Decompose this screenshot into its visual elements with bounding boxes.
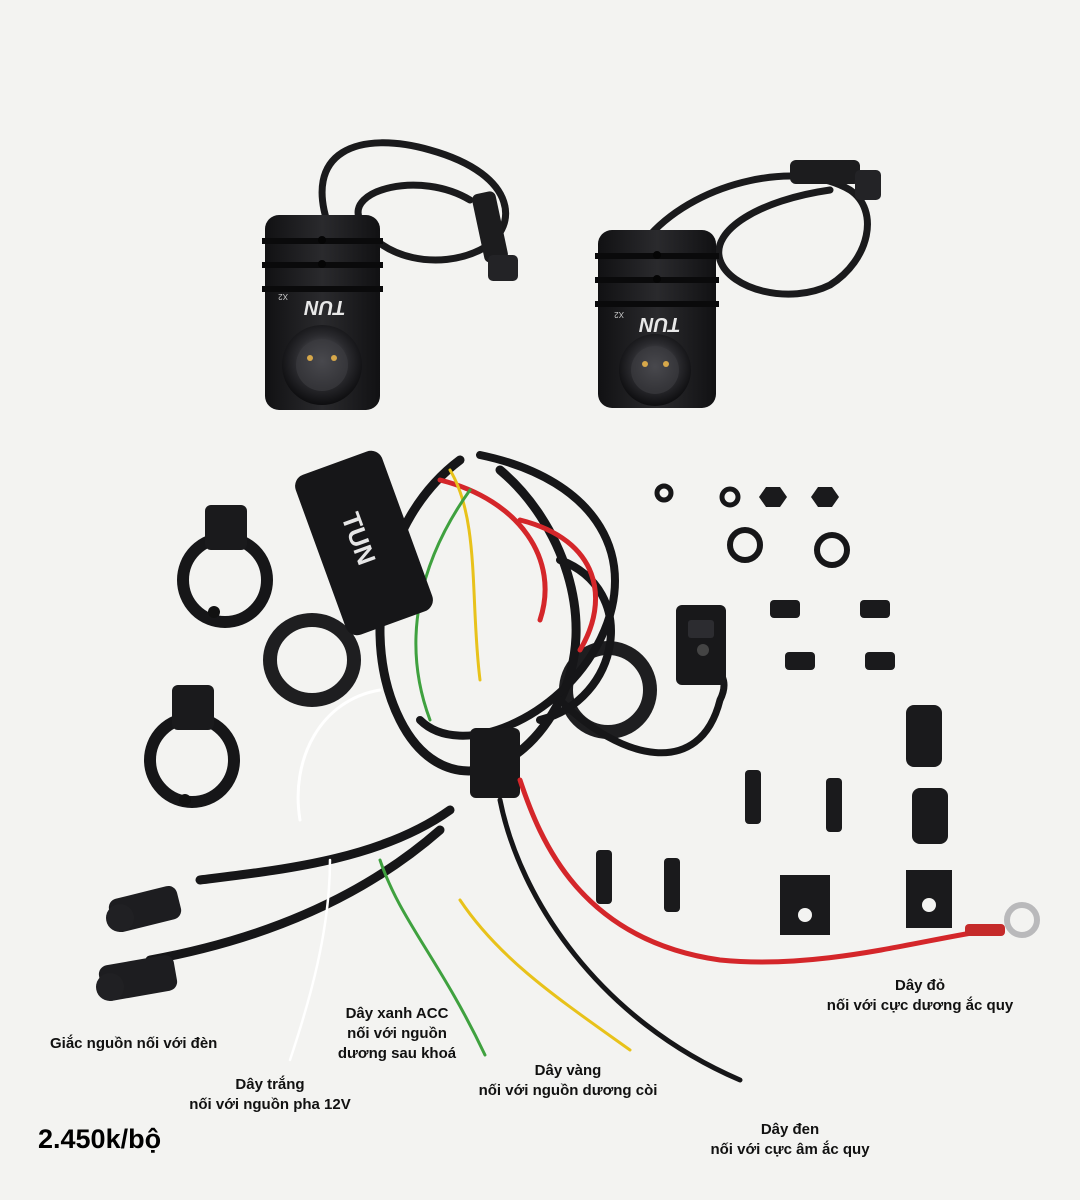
led-lamp-right: TUN X2 xyxy=(595,230,719,408)
handlebar-clamp-top xyxy=(177,505,273,628)
label-white-wire-line2: nối với nguồn pha 12V xyxy=(189,1096,351,1113)
label-red-wire-line1: Dây đỏ xyxy=(894,977,945,994)
label-white-wire: Dây trắng nối với nguồn pha 12V xyxy=(170,1075,370,1115)
lamp-model-left: X2 xyxy=(278,292,288,301)
label-yellow-wire: Dây vàng nối với nguồn dương còi xyxy=(458,1061,678,1101)
lamp-logo-right: TUN xyxy=(639,313,681,335)
mode-switch xyxy=(676,605,726,685)
wiring-harness xyxy=(145,450,993,1083)
lamp-plug-left xyxy=(472,191,518,281)
bolts xyxy=(596,600,948,912)
washers-nuts xyxy=(654,483,850,568)
label-power-plug: Giắc nguồn nối với đèn xyxy=(50,1034,217,1054)
label-power-plug-text: Giắc nguồn nối với đèn xyxy=(50,1035,218,1052)
label-red-wire-line2: nối với cực dương ắc quy xyxy=(826,997,1014,1014)
lamp-model-right: X2 xyxy=(614,310,624,319)
lamp-cable-left xyxy=(318,139,509,264)
handlebar-clamp-bottom xyxy=(144,685,240,808)
power-plug-upper xyxy=(106,885,182,933)
lamp-plug-right xyxy=(790,160,881,200)
label-black-wire: Dây đen nối với cực âm ắc quy xyxy=(690,1120,890,1160)
mounting-brackets xyxy=(780,870,952,935)
led-lamp-left: TUN X2 xyxy=(262,215,383,410)
label-red-wire: Dây đỏ nối với cực dương ắc quy xyxy=(800,976,1040,1016)
price-tag: 2.450k/bộ xyxy=(38,1124,162,1154)
label-green-wire: Dây xanh ACC nối với nguồn dương sau kho… xyxy=(312,1004,482,1064)
ring-terminal xyxy=(965,902,1040,938)
rubber-shim-left xyxy=(263,613,361,707)
label-black-wire-line1: Dây đen xyxy=(760,1121,820,1138)
label-yellow-wire-line1: Dây vàng xyxy=(534,1062,602,1079)
power-plug-lower xyxy=(96,955,178,1001)
lamp-cable-right xyxy=(646,172,871,298)
label-yellow-wire-line2: nối với nguồn dương còi xyxy=(478,1082,658,1099)
label-green-wire-line2: nối với nguồn xyxy=(347,1025,447,1042)
label-black-wire-line2: nối với cực âm ắc quy xyxy=(710,1141,870,1158)
label-green-wire-line3: dương sau khoá xyxy=(337,1045,457,1062)
lamp-logo-left: TUN xyxy=(304,296,346,318)
label-green-wire-line1: Dây xanh ACC xyxy=(345,1005,449,1022)
label-white-wire-line1: Dây trắng xyxy=(235,1076,305,1093)
